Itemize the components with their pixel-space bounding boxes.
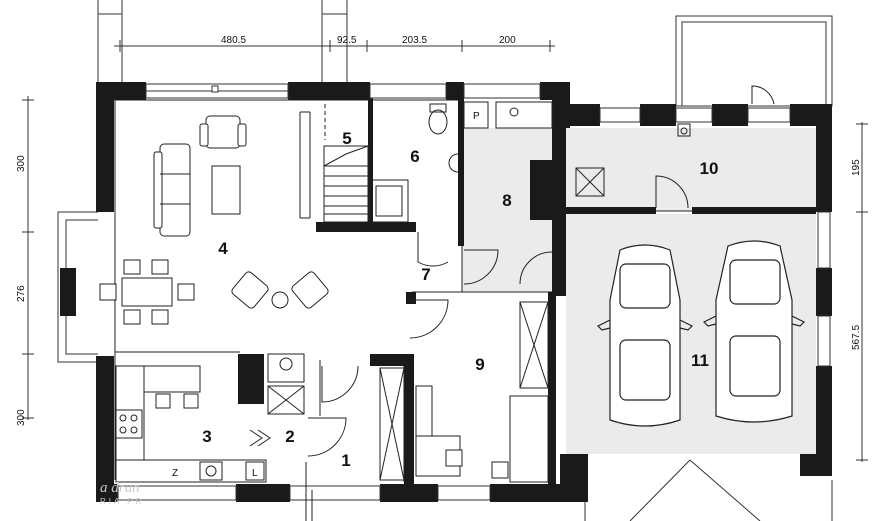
dim-left-1: 300 [16, 155, 27, 172]
stairs [299, 104, 369, 223]
watermark: a drun RIA PR [100, 480, 144, 506]
room-number-1: 1 [341, 451, 350, 470]
room-numbers: 1 2 3 4 5 6 7 8 9 10 11 [202, 129, 718, 470]
room-number-11: 11 [691, 351, 709, 370]
room-number-6: 6 [410, 147, 419, 166]
dim-right-2: 567.5 [851, 325, 862, 350]
symbol-z: Z [172, 468, 178, 479]
dim-left-3: 300 [16, 409, 27, 426]
kitchen-fixtures [115, 353, 305, 483]
dim-top-2: 92.5 [337, 35, 357, 46]
car-left [596, 244, 694, 427]
dim-right-1: 195 [851, 159, 862, 176]
room-number-10: 10 [700, 159, 719, 178]
room-number-4: 4 [218, 239, 228, 258]
dim-left-2: 276 [16, 285, 27, 302]
dimension-lines [22, 40, 868, 462]
dim-top-1: 480.5 [221, 35, 246, 46]
dimension-labels: 480.5 92.5 203.5 200 300 276 300 195 567… [16, 35, 862, 426]
room-number-5: 5 [342, 129, 351, 148]
dim-top-4: 200 [499, 35, 516, 46]
doors [305, 85, 775, 521]
walls [60, 82, 832, 502]
bathroom-fixtures [369, 101, 691, 223]
symbol-l: L [252, 468, 258, 479]
hall-wardrobe [379, 367, 405, 481]
terrace-outline [57, 0, 833, 521]
cars [596, 240, 806, 427]
room-number-8: 8 [502, 191, 511, 210]
dim-top-3: 203.5 [402, 35, 427, 46]
symbol-p: P [473, 111, 480, 122]
room9-furniture [415, 301, 549, 483]
watermark-text-1: a drun [100, 480, 140, 496]
car-right [702, 240, 806, 423]
boiler-box [575, 167, 605, 197]
room-number-9: 9 [475, 355, 484, 374]
room-number-3: 3 [202, 427, 211, 446]
room-number-2: 2 [285, 427, 294, 446]
living-furniture [99, 115, 329, 325]
room-number-7: 7 [421, 265, 430, 284]
watermark-text-2: RIA PR [100, 497, 144, 506]
